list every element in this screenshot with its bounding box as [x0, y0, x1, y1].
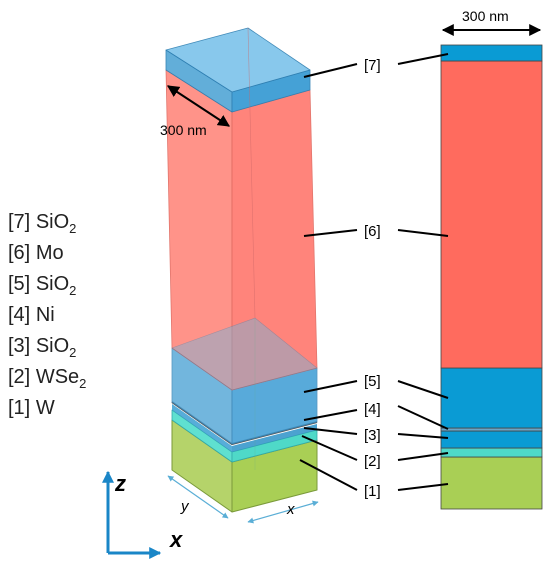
cs-layer-5-sio2: [440, 367, 543, 429]
legend-item-3: [3] SiO2: [8, 335, 77, 360]
layer-5-sio2-top: [171, 317, 318, 391]
callouts: [7] [6] [5] [4] [3] [2] [1]: [299, 53, 449, 500]
z-axis-label: z: [114, 471, 126, 496]
pillar-3d: [165, 27, 318, 513]
legend-item-6: [6] Mo: [8, 242, 64, 264]
y-dimension-label: y: [180, 498, 190, 515]
legend-item-4: [4] Ni: [8, 304, 55, 326]
legend-item-5: [5] SiO2: [8, 273, 77, 298]
pillar-back-edge: [247, 27, 256, 319]
layer-legend: [7] SiO2 [6] Mo [5] SiO2 [4] Ni [3] SiO2…: [8, 210, 86, 427]
cs-layer-6-mo: [440, 60, 543, 369]
cs-layer-4-ni: [440, 427, 543, 432]
x-dimension-label: x: [286, 501, 295, 518]
scale-label-3d: 300 nm: [160, 122, 207, 138]
cs-layer-1-w: [440, 456, 543, 510]
scale-arrow-cross: 300 nm: [441, 8, 542, 36]
x-axis-label: x: [169, 527, 183, 552]
cross-section: [440, 44, 543, 510]
cs-layer-2-wse2: [440, 447, 543, 458]
callout-7: [7]: [364, 57, 381, 74]
legend-item-2: [2] WSe2: [8, 366, 87, 391]
layer-7-sio2-top: [165, 27, 311, 93]
legend-item-1: [1] W: [8, 397, 55, 419]
layer-2-wse2-front: [231, 429, 318, 463]
scale-label-cross: 300 nm: [462, 8, 509, 24]
layer-3-sio2-left: [172, 404, 232, 452]
callout-4: [4]: [364, 401, 381, 418]
axis-indicator: z x: [102, 470, 183, 559]
dimension-arrows: y x: [167, 475, 319, 524]
cs-layer-7-sio2: [440, 44, 543, 62]
callout-3: [3]: [364, 427, 381, 444]
callout-6: [6]: [364, 223, 381, 240]
cs-layer-3-sio2: [440, 430, 543, 449]
callout-2: [2]: [364, 453, 381, 470]
legend-item-7: [7] SiO2: [8, 211, 77, 236]
callout-5: [5]: [364, 373, 381, 390]
layer-3-sio2-front: [232, 424, 317, 452]
scale-arrow-3d: 300 nm: [160, 85, 231, 138]
callout-1: [1]: [364, 483, 381, 500]
